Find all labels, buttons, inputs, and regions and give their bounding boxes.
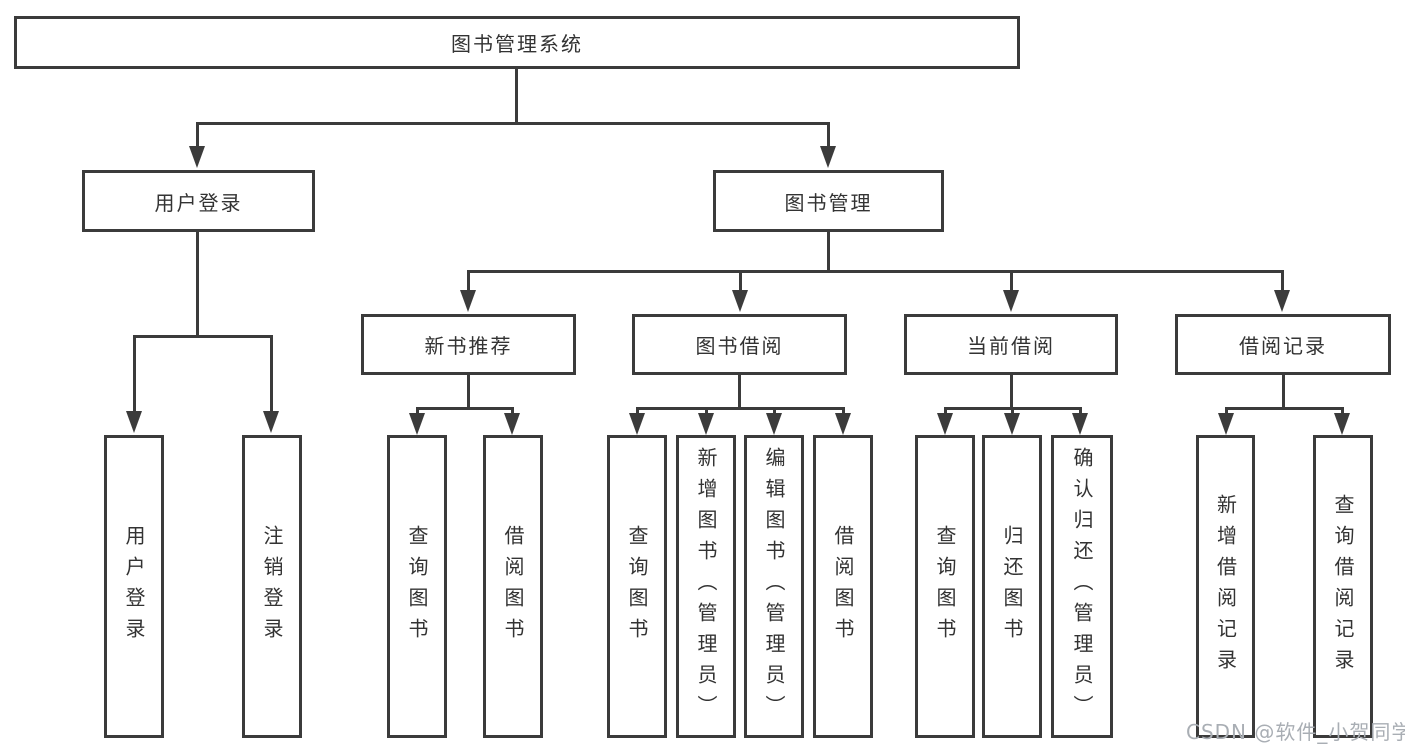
node-book-borrow-label: 图书借阅: [695, 334, 784, 358]
connector-line: [196, 122, 199, 148]
connector-line: [827, 232, 830, 272]
leaf-edit-book-admin-label: 编辑图书（管理员）: [762, 447, 786, 726]
node-user-login-label: 用户登录: [154, 190, 243, 215]
node-current-borrow-label: 当前借阅: [967, 334, 1055, 358]
connector-line: [827, 122, 830, 148]
connector-line: [738, 375, 741, 407]
watermark: CSDN @软件_小贺同学: [1186, 720, 1405, 744]
arrow-down-icon: [126, 411, 142, 433]
arrow-down-icon: [189, 146, 205, 168]
connector-line: [1010, 270, 1013, 292]
leaf-add-book-admin-label: 新增图书（管理员）: [694, 447, 718, 726]
node-new-book-recommend-label: 新书推荐: [424, 334, 513, 358]
connector-line: [270, 335, 273, 411]
node-borrow-records-label: 借阅记录: [1239, 334, 1327, 358]
connector-line: [1282, 375, 1285, 407]
leaf-borrow-query-books: 查询图书: [607, 435, 667, 738]
arrow-down-icon: [766, 413, 782, 435]
connector-line: [416, 407, 419, 415]
connector-line: [467, 270, 1284, 273]
leaf-query-borrow-record-label: 查询借阅记录: [1331, 493, 1355, 680]
connector-line: [1281, 270, 1284, 292]
leaf-return-books-label: 归还图书: [1000, 524, 1024, 649]
connector-line: [842, 407, 845, 415]
node-current-borrow: 当前借阅: [904, 314, 1118, 375]
leaf-borrow-borrow-books: 借阅图书: [813, 435, 873, 738]
connector-line: [1010, 375, 1013, 407]
arrow-down-icon: [1218, 413, 1234, 435]
leaf-logout-label: 注销登录: [260, 524, 284, 649]
connector-line: [636, 407, 844, 410]
node-new-book-recommend: 新书推荐: [361, 314, 576, 375]
connector-line: [739, 270, 742, 292]
leaf-confirm-return-admin: 确认归还（管理员）: [1051, 435, 1113, 738]
arrow-down-icon: [937, 413, 953, 435]
node-book-borrow: 图书借阅: [632, 314, 847, 375]
connector-line: [133, 335, 273, 338]
arrow-down-icon: [732, 290, 748, 312]
leaf-borrow-borrow-books-label: 借阅图书: [831, 524, 855, 649]
leaf-user-login-label: 用户登录: [122, 524, 146, 649]
node-book-management: 图书管理: [713, 170, 944, 232]
connector-line: [1079, 407, 1082, 415]
connector-line: [1225, 407, 1228, 415]
arrow-down-icon: [698, 413, 714, 435]
connector-line: [196, 232, 199, 335]
arrow-down-icon: [820, 146, 836, 168]
leaf-current-query-books-label: 查询图书: [933, 524, 957, 649]
leaf-current-query-books: 查询图书: [915, 435, 975, 738]
connector-line: [467, 270, 470, 292]
arrow-down-icon: [1004, 413, 1020, 435]
leaf-edit-book-admin: 编辑图书（管理员）: [744, 435, 804, 738]
arrow-down-icon: [1003, 290, 1019, 312]
arrow-down-icon: [504, 413, 520, 435]
leaf-recommend-query-books-label: 查询图书: [405, 524, 429, 649]
leaf-add-borrow-record: 新增借阅记录: [1196, 435, 1255, 738]
arrow-down-icon: [460, 290, 476, 312]
connector-line: [1225, 407, 1344, 410]
connector-line: [1341, 407, 1344, 415]
arrow-down-icon: [1072, 413, 1088, 435]
node-borrow-records: 借阅记录: [1175, 314, 1391, 375]
arrow-down-icon: [835, 413, 851, 435]
arrow-down-icon: [629, 413, 645, 435]
connector-line: [467, 375, 470, 407]
leaf-logout: 注销登录: [242, 435, 302, 738]
node-book-management-label: 图书管理: [784, 190, 873, 215]
node-user-login: 用户登录: [82, 170, 315, 232]
connector-line: [773, 407, 776, 415]
connector-line: [705, 407, 708, 415]
leaf-user-login: 用户登录: [104, 435, 164, 738]
leaf-recommend-query-books: 查询图书: [387, 435, 447, 738]
connector-line: [515, 69, 518, 122]
arrow-down-icon: [1274, 290, 1290, 312]
leaf-return-books: 归还图书: [982, 435, 1042, 738]
connector-line: [196, 122, 830, 125]
node-library-system-label: 图书管理系统: [451, 32, 583, 56]
connector-line: [416, 407, 514, 410]
arrow-down-icon: [409, 413, 425, 435]
connector-line: [1011, 407, 1014, 415]
arrow-down-icon: [1334, 413, 1350, 435]
connector-line: [944, 407, 947, 415]
arrow-down-icon: [263, 411, 279, 433]
connector-line: [133, 335, 136, 411]
leaf-recommend-borrow-books: 借阅图书: [483, 435, 543, 738]
connector-line: [511, 407, 514, 415]
leaf-recommend-borrow-books-label: 借阅图书: [501, 524, 525, 649]
leaf-borrow-query-books-label: 查询图书: [625, 524, 649, 649]
leaf-confirm-return-admin-label: 确认归还（管理员）: [1070, 447, 1094, 726]
leaf-add-borrow-record-label: 新增借阅记录: [1213, 493, 1238, 680]
node-library-system: 图书管理系统: [14, 16, 1020, 69]
connector-line: [636, 407, 639, 415]
leaf-add-book-admin: 新增图书（管理员）: [676, 435, 736, 738]
leaf-query-borrow-record: 查询借阅记录: [1313, 435, 1373, 738]
